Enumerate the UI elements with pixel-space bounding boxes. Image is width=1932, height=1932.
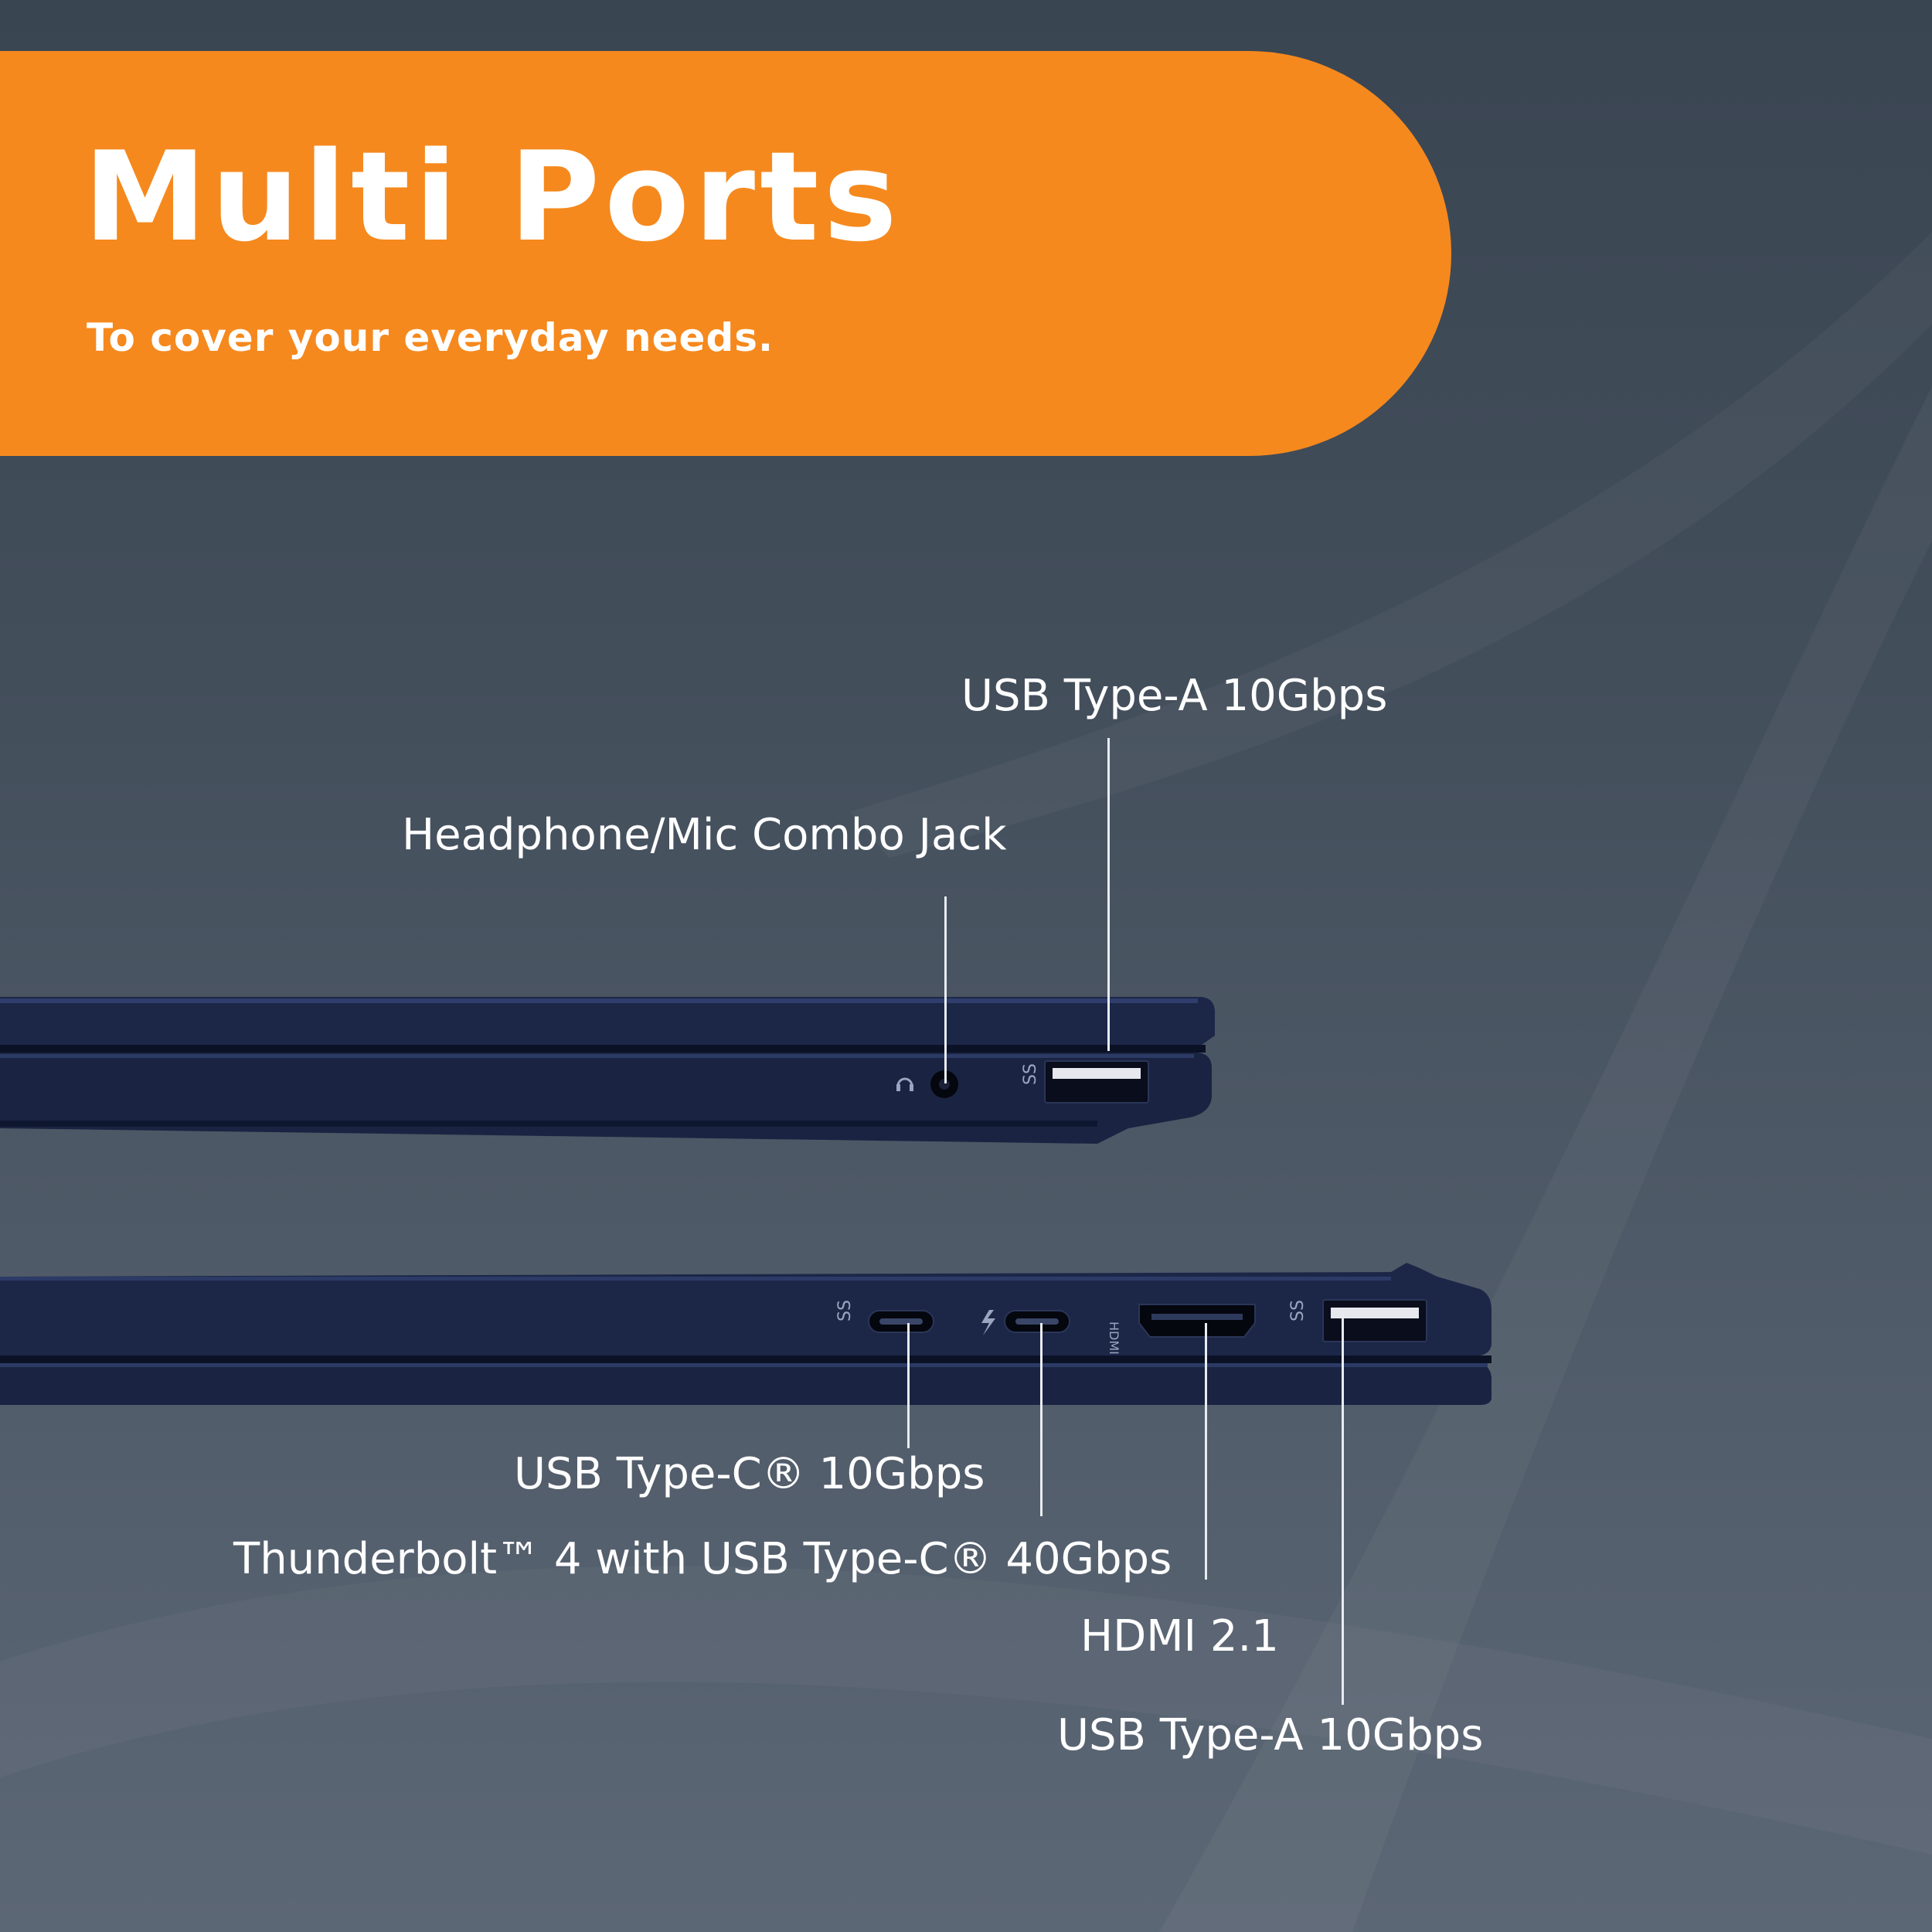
thunderbolt-port-icon — [981, 1310, 1070, 1335]
usb-a-port-icon-left: SS — [1288, 1299, 1427, 1342]
label-usb-c: USB Type-C® 10Gbps — [514, 1449, 985, 1499]
leader-usb-a-right — [1107, 738, 1110, 1051]
usb-a-port-icon: SS — [1021, 1060, 1149, 1104]
leader-hdmi — [1205, 1323, 1207, 1580]
label-usb-a-right: USB Type-A 10Gbps — [961, 671, 1388, 721]
leader-thunderbolt — [1040, 1323, 1043, 1516]
svg-text:HDMI: HDMI — [1107, 1321, 1121, 1355]
label-hdmi: HDMI 2.1 — [1080, 1611, 1279, 1662]
audio-jack-icon — [896, 1070, 958, 1098]
page-title: Multi Ports — [83, 124, 902, 269]
laptop-left-side — [0, 1263, 1492, 1405]
header-banner — [0, 51, 1451, 456]
laptop-right-side — [0, 997, 1215, 1144]
label-usb-a-left: USB Type-A 10Gbps — [1057, 1710, 1484, 1760]
label-thunderbolt: Thunderbolt™ 4 with USB Type-C® 40Gbps — [233, 1534, 1172, 1584]
svg-text:SS: SS — [835, 1300, 855, 1321]
leader-audio-jack — [944, 896, 947, 1083]
label-audio-jack: Headphone/Mic Combo Jack — [402, 810, 1007, 860]
page-subtitle: To cover your everyday needs. — [87, 315, 774, 360]
leader-usb-c — [907, 1323, 910, 1448]
hdmi-port-icon: HDMI — [1107, 1304, 1256, 1355]
svg-text:SS: SS — [1021, 1063, 1040, 1085]
leader-usb-a-left — [1342, 1314, 1344, 1705]
svg-text:SS: SS — [1288, 1300, 1308, 1321]
usb-c-port-icon: SS — [835, 1300, 934, 1333]
